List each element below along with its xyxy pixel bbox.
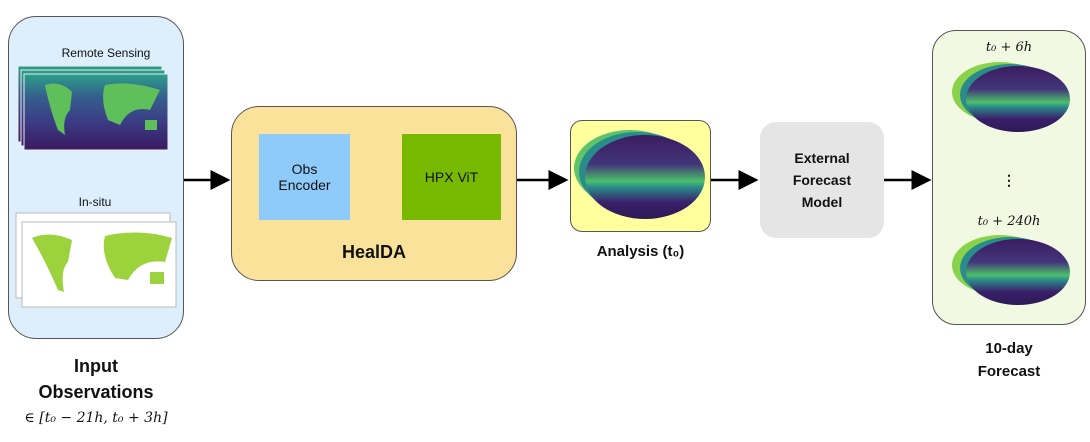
forecast-ellipsis: ⋮ [1002, 172, 1016, 188]
obs-encoder-line1: Obs [291, 161, 318, 177]
remote-sensing-label: Remote Sensing [61, 46, 151, 60]
input-title-line1: Input [74, 356, 118, 376]
external-forecast-model-box: External Forecast Model [760, 122, 884, 238]
analysis-label: Analysis (t₀) [596, 243, 685, 260]
external-line1: External [794, 150, 850, 166]
obs-encoder-block: Obs Encoder [259, 134, 350, 220]
forecast-title-line1: 10-day [985, 340, 1033, 357]
healda-title: HealDA [341, 242, 407, 262]
external-line2: Forecast [792, 172, 852, 188]
hpx-vit-block: HPX ViT [402, 134, 501, 220]
hpx-vit-label: HPX ViT [424, 169, 479, 185]
in-situ-label: In-situ [78, 195, 112, 209]
forecast-last-step: t₀ + 240h [977, 214, 1041, 229]
forecast-title-line2: Forecast [977, 363, 1041, 380]
forecast-first-step: t₀ + 6h [985, 40, 1033, 55]
obs-encoder-line2: Encoder [278, 177, 331, 193]
input-title-line2: Observations [38, 382, 154, 402]
input-time-range: ∈ [t₀ − 21h, t₀ + 3h] [24, 410, 168, 426]
external-line3: Model [801, 194, 843, 210]
